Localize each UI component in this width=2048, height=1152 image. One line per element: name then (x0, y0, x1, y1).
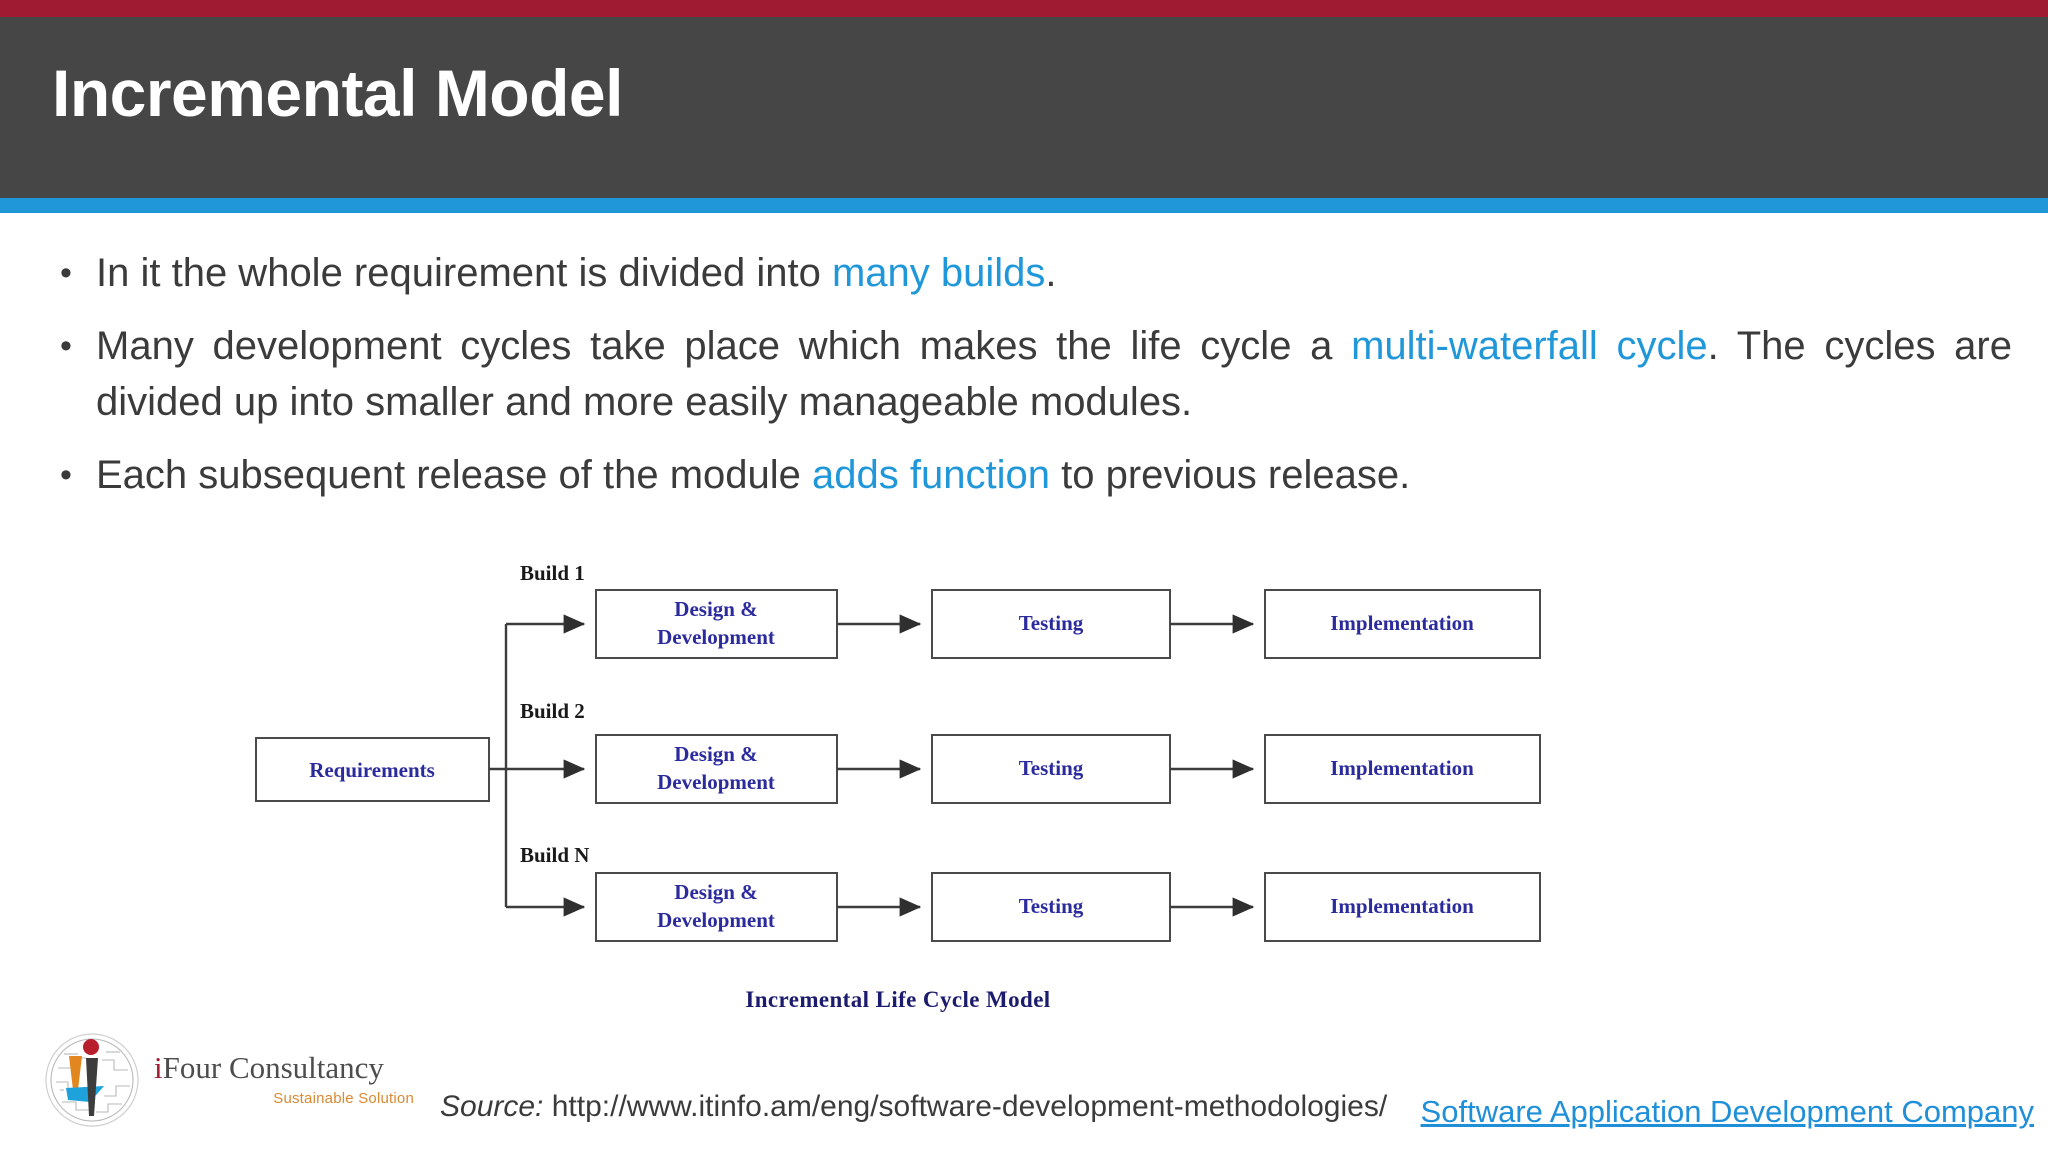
bullet-3-seg-highlight: adds function (812, 453, 1050, 497)
build-label-1: Build 1 (520, 561, 585, 585)
source-label: Source: (440, 1090, 544, 1123)
ifour-maze-emblem-icon (45, 1033, 139, 1127)
list-item: • Many development cycles take place whi… (52, 318, 2012, 430)
diagram-box-implementation-n: Implementation (1264, 872, 1541, 942)
bullet-1-seg-highlight: many builds (831, 251, 1046, 295)
bullet-2-seg-highlight: multi-waterfall cycle (1351, 324, 1708, 368)
logo-name-rest: Four Consultancy (162, 1050, 384, 1085)
requirements-box-label: Requirements (309, 758, 435, 782)
bullet-1-seg-plain-b: . (1045, 251, 1057, 295)
logo-name-initial: i (154, 1050, 163, 1085)
diagram-box-design-n: Design & Development (595, 872, 838, 942)
logo-text-block: iFour Consultancy Sustainable Solution (154, 1052, 414, 1107)
bullet-text-1: In it the whole requirement is divided i… (96, 245, 2012, 301)
bullet-3-seg-plain-a: Each subsequent release of the module (96, 453, 813, 497)
testing-box-label: Testing (1019, 894, 1084, 918)
diagram-box-implementation-1: Implementation (1264, 589, 1541, 659)
build-label-n: Build N (520, 843, 589, 867)
bullet-2-seg-plain-b: . The cycles are divided up into smaller… (96, 324, 2012, 424)
diagram-box-design-1: Design & Development (595, 589, 838, 659)
top-accent-bar (0, 0, 2048, 17)
incremental-model-diagram: Requirements Build 1 Design & Developmen… (248, 552, 1548, 1022)
bullet-marker: • (60, 456, 72, 494)
design-box-label-line1: Design & (674, 742, 757, 766)
design-box-label-line1: Design & (674, 597, 757, 621)
source-attribution: Source: http://www.itinfo.am/eng/softwar… (440, 1090, 1387, 1124)
company-logo: iFour Consultancy Sustainable Solution (42, 1030, 422, 1135)
bullet-list: • In it the whole requirement is divided… (52, 245, 2012, 520)
testing-box-label: Testing (1019, 611, 1084, 635)
implementation-box-label: Implementation (1330, 756, 1474, 780)
bullet-1-seg-plain-a: In it the whole requirement is divided i… (96, 251, 832, 295)
bullet-marker: • (60, 254, 72, 292)
bullet-text-2: Many development cycles take place which… (96, 318, 2012, 430)
page-title: Incremental Model (52, 56, 623, 130)
diagram-box-testing-n: Testing (931, 872, 1171, 942)
design-box-label-line2: Development (657, 908, 775, 932)
list-item: • In it the whole requirement is divided… (52, 245, 2012, 301)
diagram-box-design-2: Design & Development (595, 734, 838, 804)
logo-company-name: iFour Consultancy (154, 1052, 414, 1083)
title-band (0, 17, 2048, 198)
bullet-2-seg-plain-a: Many development cycles take place which… (96, 324, 1352, 368)
diagram-box-testing-1: Testing (931, 589, 1171, 659)
bullet-text-3: Each subsequent release of the module ad… (96, 447, 2012, 503)
testing-box-label: Testing (1019, 756, 1084, 780)
design-box-label-line2: Development (657, 770, 775, 794)
footer-company-link[interactable]: Software Application Development Company (1420, 1094, 2034, 1129)
implementation-box-label: Implementation (1330, 894, 1474, 918)
design-box-label-line1: Design & (674, 880, 757, 904)
diagram-box-implementation-2: Implementation (1264, 734, 1541, 804)
title-underline-stripe (0, 198, 2048, 213)
build-label-2: Build 2 (520, 699, 585, 723)
bullet-3-seg-plain-b: to previous release. (1050, 453, 1411, 497)
implementation-box-label: Implementation (1330, 611, 1474, 635)
source-url-text: http://www.itinfo.am/eng/software-develo… (551, 1090, 1388, 1123)
diagram-caption: Incremental Life Cycle Model (745, 987, 1050, 1012)
logo-tagline: Sustainable Solution (273, 1090, 414, 1107)
list-item: • Each subsequent release of the module … (52, 447, 2012, 503)
diagram-box-requirements: Requirements (255, 737, 490, 802)
bullet-marker: • (60, 327, 72, 365)
diagram-box-testing-2: Testing (931, 734, 1171, 804)
design-box-label-line2: Development (657, 625, 775, 649)
